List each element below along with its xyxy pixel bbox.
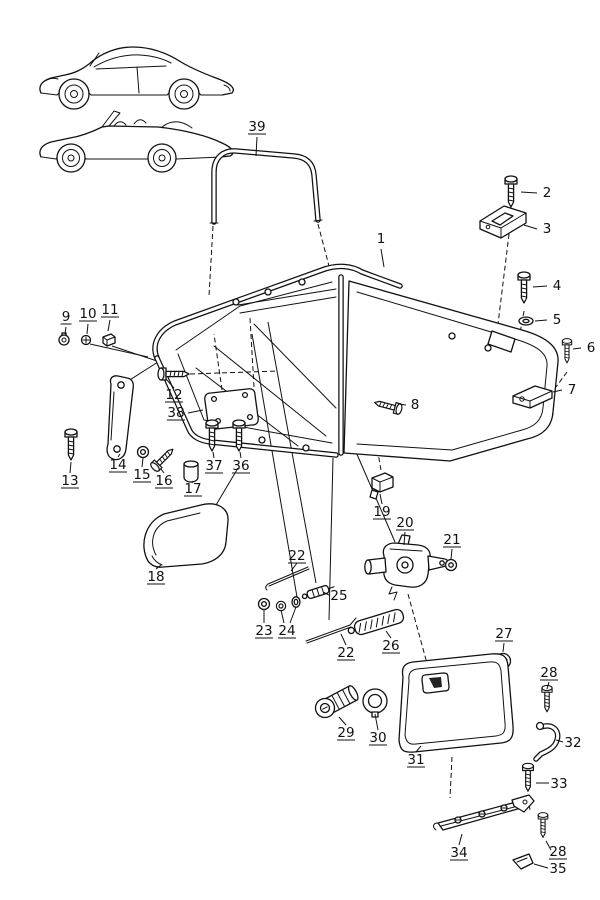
callout-19[interactable]: 19 [373, 504, 390, 520]
callout-36[interactable]: 36 [232, 458, 249, 474]
callout-21[interactable]: 21 [443, 532, 460, 548]
part-4-screw [517, 271, 531, 304]
callout-35[interactable]: 35 [549, 861, 566, 877]
part-24-bushings [275, 596, 301, 612]
part-11-clip-nut [102, 333, 116, 347]
callout-30[interactable]: 30 [369, 730, 386, 746]
part-19-switch [369, 472, 394, 500]
part-3-striker-bracket [479, 205, 527, 239]
coupe-side-view-icon [39, 46, 235, 110]
callout-4[interactable]: 4 [553, 278, 562, 294]
callout-29[interactable]: 29 [337, 725, 354, 741]
part-13-screw [64, 428, 78, 461]
part-32-check-hook [533, 721, 561, 762]
callout-18[interactable]: 18 [147, 569, 164, 585]
callout-10[interactable]: 10 [79, 306, 96, 322]
part-21-nut [444, 558, 458, 572]
part-30-lock-bezel [362, 688, 388, 718]
callout-16[interactable]: 16 [155, 473, 172, 489]
callout-3[interactable]: 3 [543, 221, 552, 237]
part-33-screw [522, 762, 534, 792]
part-22-spring-rod-lower [305, 617, 357, 644]
callout-22-upper[interactable]: 22 [288, 548, 305, 564]
callout-22-lower[interactable]: 22 [337, 645, 354, 661]
callout-8[interactable]: 8 [411, 397, 420, 413]
part-34-hinge-rail [433, 794, 535, 831]
callout-13[interactable]: 13 [61, 473, 78, 489]
part-31-glovebox-lid [398, 653, 514, 753]
callout-39[interactable]: 39 [248, 119, 265, 135]
callout-1[interactable]: 1 [377, 231, 386, 247]
part-10-fastener [80, 334, 92, 346]
part-23-ring [257, 597, 271, 611]
part-25-pin [301, 584, 335, 600]
part-20-lock-assembly [364, 534, 449, 601]
callout-2[interactable]: 2 [543, 185, 552, 201]
callout-17[interactable]: 17 [184, 481, 201, 497]
callout-28-upper[interactable]: 28 [540, 665, 557, 681]
part-9-grommet [58, 332, 70, 346]
callout-34[interactable]: 34 [450, 845, 467, 861]
callout-9[interactable]: 9 [62, 309, 71, 325]
part-28-screw-lower [537, 812, 549, 838]
part-17-rubber-buffer [183, 460, 199, 483]
part-28-screw-upper [541, 684, 553, 713]
part-26-damper [347, 608, 405, 636]
callout-28-lower[interactable]: 28 [549, 844, 566, 860]
callout-7[interactable]: 7 [568, 382, 577, 398]
part-6-screw [561, 338, 573, 364]
part-5-washer [518, 316, 534, 326]
callout-27[interactable]: 27 [495, 626, 512, 642]
callout-37[interactable]: 37 [205, 458, 222, 474]
part-38-mounting-plate [204, 388, 259, 430]
callout-6[interactable]: 6 [587, 340, 596, 356]
callout-11[interactable]: 11 [101, 302, 118, 318]
part-22-spring-rod-upper [265, 566, 310, 591]
callout-leader-lines [60, 133, 582, 869]
part-15-washer [136, 445, 150, 459]
part-14-strap-bracket [106, 375, 134, 461]
part-39-support-tube [209, 148, 323, 225]
callout-26[interactable]: 26 [382, 638, 399, 654]
callout-14[interactable]: 14 [109, 457, 126, 473]
part-1-carrier-frame [152, 263, 559, 462]
callout-25[interactable]: 25 [330, 588, 347, 604]
cabriolet-side-view-icon [39, 110, 234, 173]
callout-5[interactable]: 5 [553, 312, 562, 328]
part-7-bracket [512, 385, 553, 409]
callout-33[interactable]: 33 [550, 776, 567, 792]
callout-24[interactable]: 24 [278, 623, 295, 639]
part-2-screw [504, 175, 518, 208]
callout-32[interactable]: 32 [564, 735, 581, 751]
callout-31[interactable]: 31 [407, 752, 424, 768]
part-37-screw [205, 419, 219, 452]
callout-labels: 1 2 3 4 5 6 7 8 9 10 11 12 13 14 15 16 1… [61, 119, 595, 877]
part-18-cover [143, 503, 229, 568]
callout-12[interactable]: 12 [165, 387, 182, 403]
part-29-lock-cylinder [314, 685, 359, 719]
callout-23[interactable]: 23 [255, 623, 272, 639]
callout-38[interactable]: 38 [167, 405, 184, 421]
callout-20[interactable]: 20 [396, 515, 413, 531]
part-16-screw [148, 444, 178, 474]
callout-15[interactable]: 15 [133, 467, 150, 483]
part-35-clip [512, 853, 534, 870]
